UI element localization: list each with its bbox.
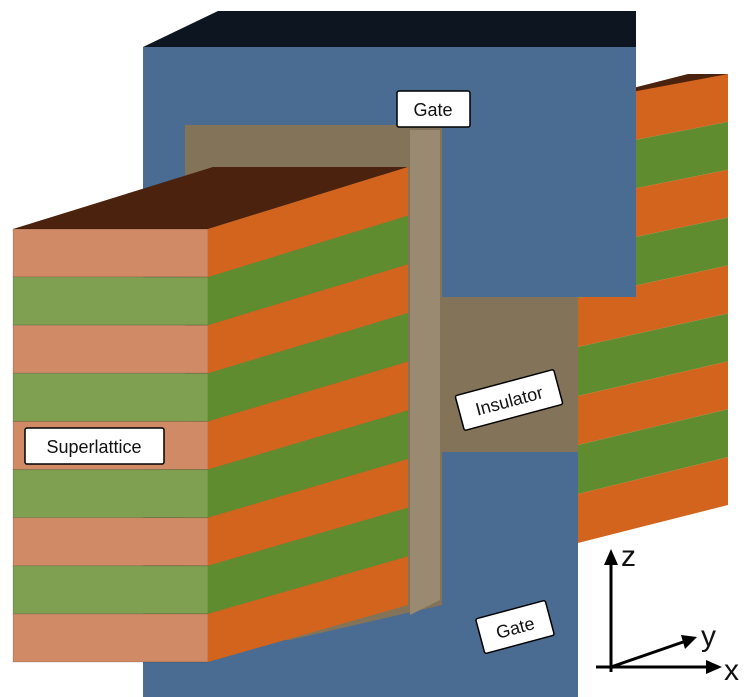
x-axis-arrowhead bbox=[706, 660, 722, 674]
y-axis-line bbox=[610, 639, 687, 669]
front-superlattice-front-layer bbox=[12, 613, 209, 663]
front-superlattice-front-layer bbox=[12, 517, 209, 567]
gate-bottom-label-box bbox=[475, 599, 555, 655]
front-superlattice-front-layer bbox=[12, 469, 209, 519]
front-superlattice-front-layer bbox=[12, 228, 209, 278]
front-superlattice-side-layer bbox=[208, 410, 408, 518]
x-axis-label: x bbox=[724, 654, 739, 687]
front-superlattice-front-layer bbox=[12, 372, 209, 422]
front-superlattice-side-layer bbox=[208, 556, 408, 662]
front-superlattice-side-layer bbox=[208, 167, 408, 278]
front-superlattice-front-layer bbox=[12, 565, 209, 615]
insulator-label: Insulator bbox=[454, 369, 564, 431]
y-axis-arrowhead bbox=[681, 635, 697, 649]
coordinate-axes: z y x bbox=[596, 540, 739, 687]
z-axis-label: z bbox=[621, 540, 636, 573]
front-superlattice-top bbox=[13, 167, 408, 229]
front-superlattice-side-layer bbox=[208, 459, 408, 566]
superlattice-label-text: Superlattice bbox=[46, 437, 141, 457]
back-superlattice-layer bbox=[578, 313, 728, 396]
superlattice-label: Superlattice bbox=[24, 427, 165, 465]
back-superlattice-layer bbox=[578, 265, 728, 347]
front-superlattice-side-layer bbox=[208, 215, 408, 326]
front-superlattice-side-layer bbox=[208, 361, 408, 470]
front-superlattice-front-layer bbox=[12, 324, 209, 374]
gate-bottom-label: Gate bbox=[475, 599, 555, 655]
gate-top-face bbox=[143, 11, 636, 47]
gate-top-label: Gate bbox=[396, 90, 471, 128]
insulator-inner-face bbox=[410, 130, 440, 615]
front-superlattice-side-layer bbox=[208, 507, 408, 614]
superlattice-label-box bbox=[24, 427, 165, 465]
gate-top-label-text: Gate bbox=[413, 100, 452, 120]
back-superlattice-block bbox=[578, 74, 728, 543]
back-superlattice-layer bbox=[578, 409, 728, 494]
back-superlattice-layer bbox=[578, 457, 728, 543]
front-superlattice-front-layer bbox=[12, 276, 209, 326]
front-superlattice-side-layer bbox=[208, 264, 408, 374]
front-superlattice-block bbox=[12, 167, 408, 663]
z-axis-arrowhead bbox=[604, 549, 618, 565]
front-superlattice-side-layer bbox=[208, 313, 408, 422]
back-superlattice-stripes bbox=[578, 74, 728, 543]
y-axis-label: y bbox=[701, 620, 716, 653]
insulator-label-box bbox=[454, 369, 564, 431]
front-superlattice-faces bbox=[12, 167, 408, 663]
gate-top-label-box bbox=[396, 90, 471, 128]
back-superlattice-layer bbox=[578, 361, 728, 445]
